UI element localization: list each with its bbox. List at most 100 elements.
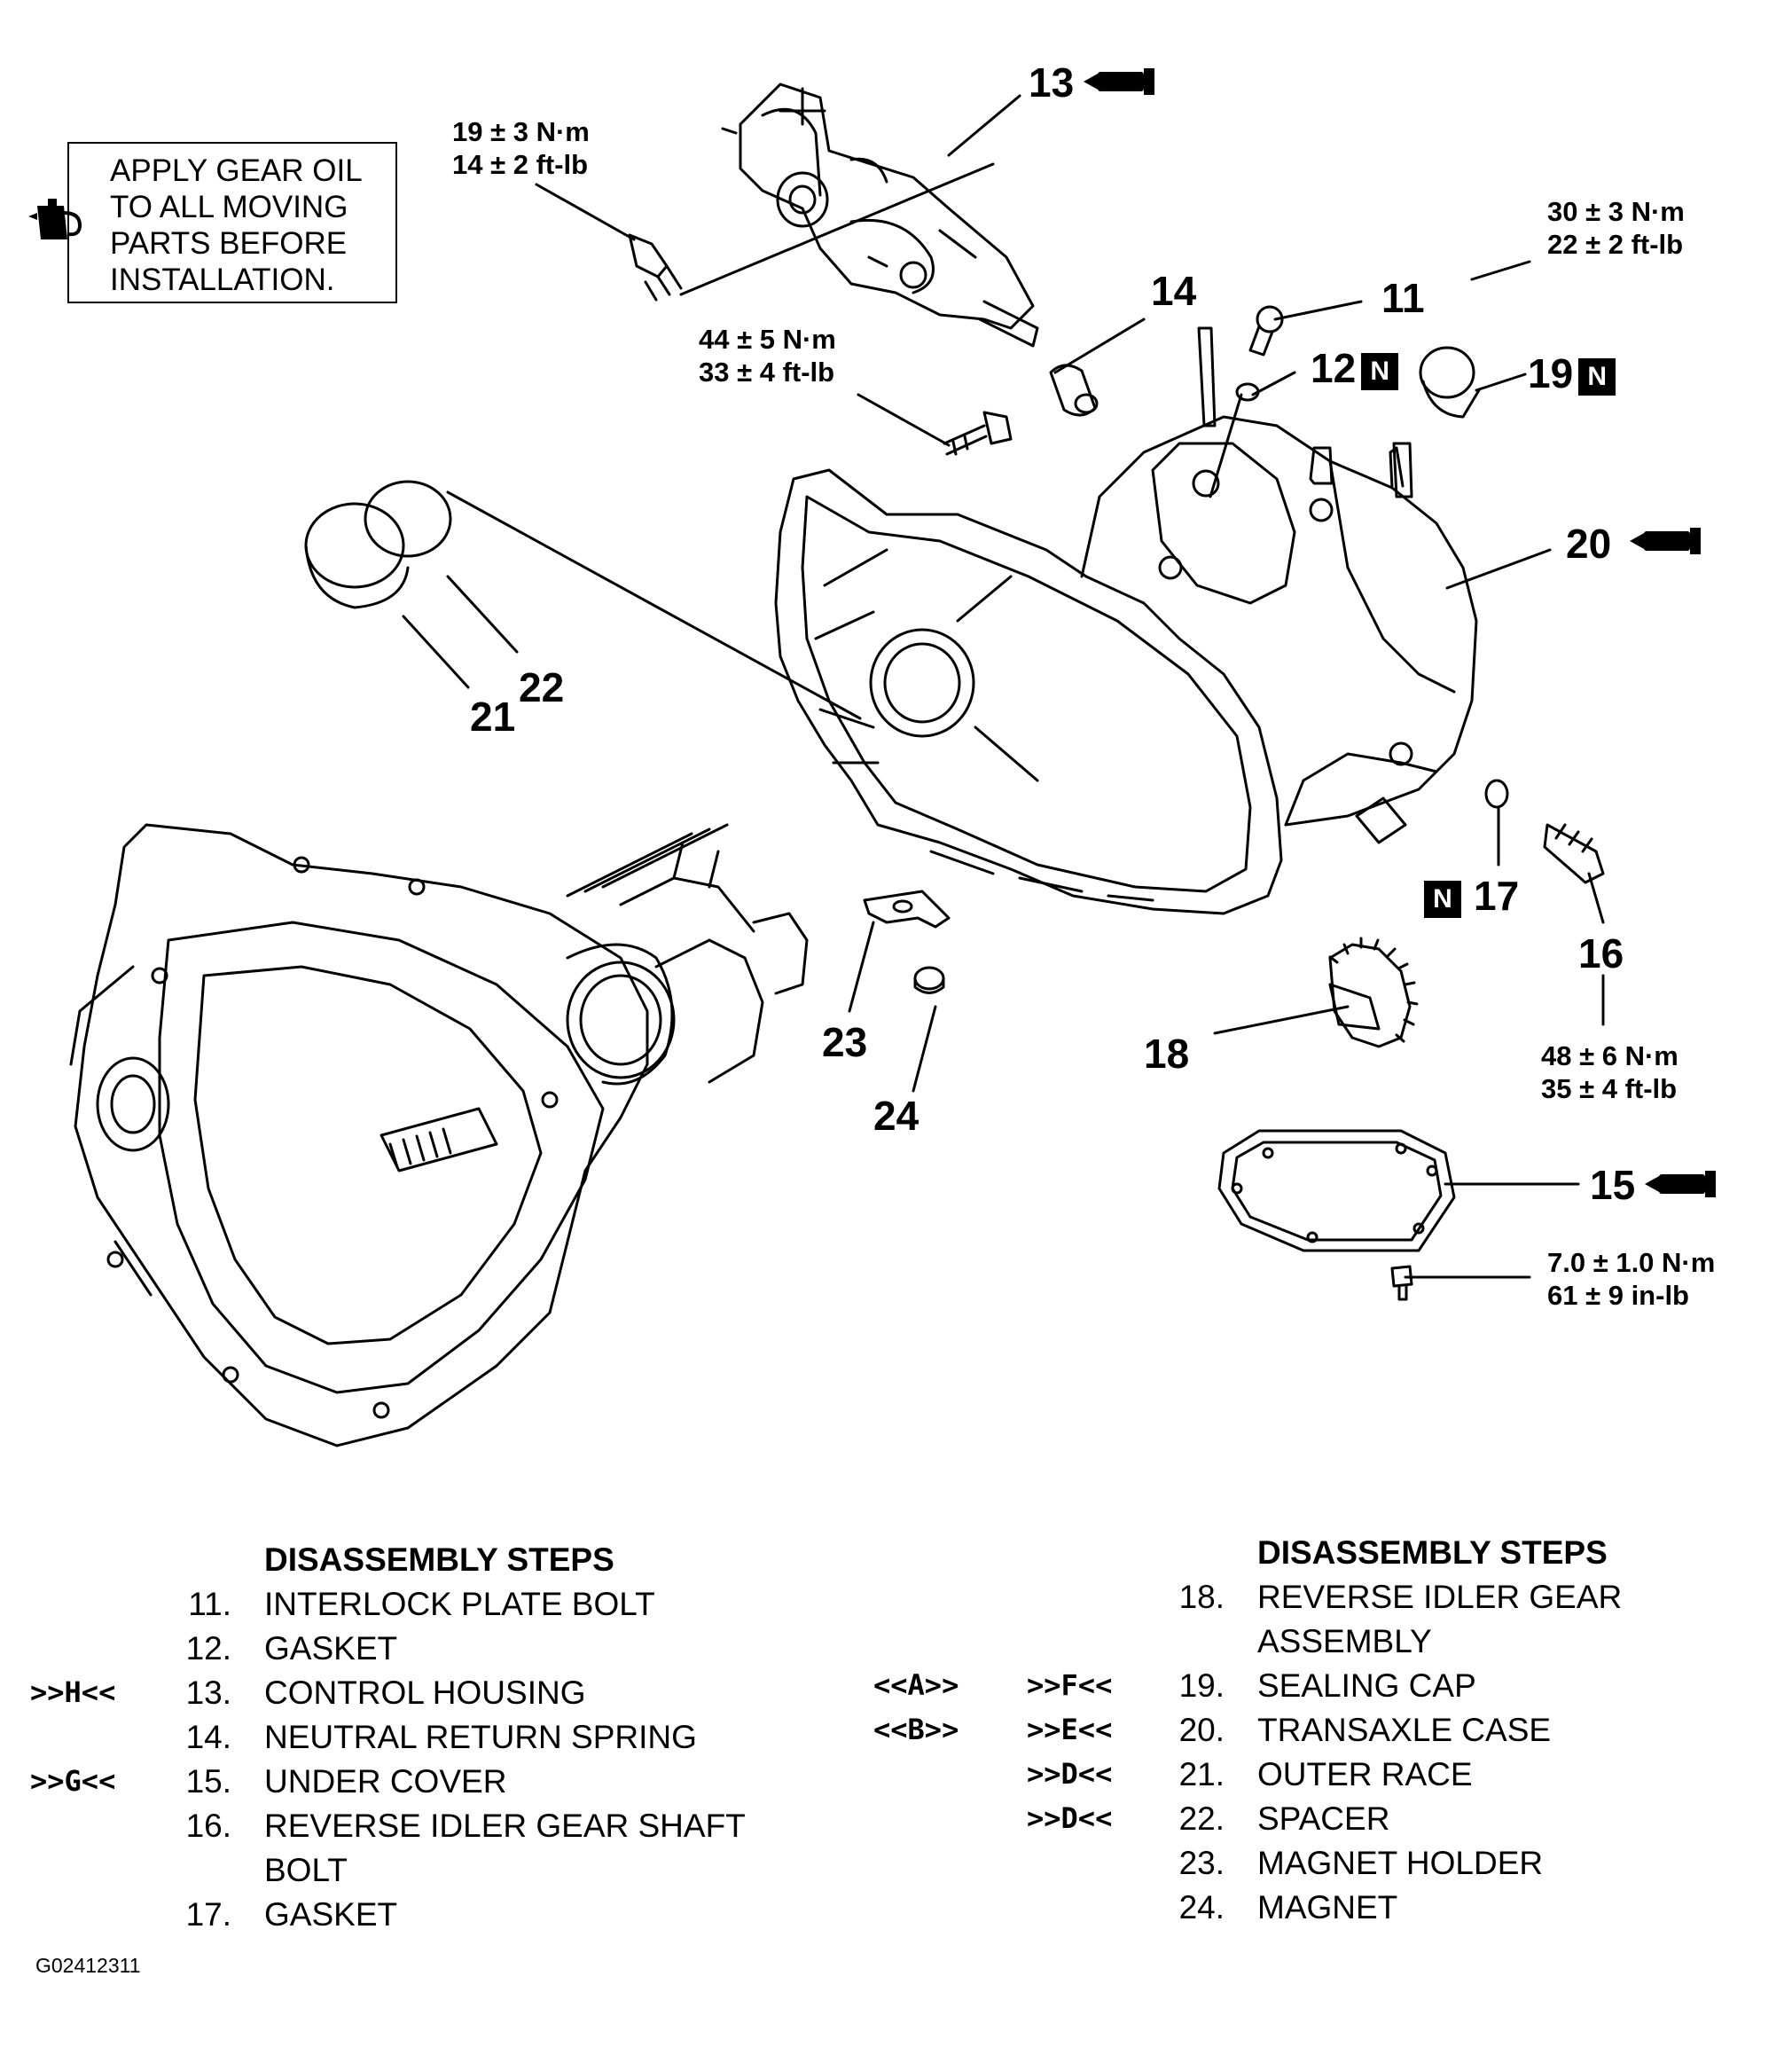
transaxle-assembly-part bbox=[69, 823, 809, 1447]
bolt-14 bbox=[943, 411, 1013, 456]
step-number: 22. bbox=[1178, 1800, 1225, 1837]
callout-12-number: 12 bbox=[1311, 345, 1357, 391]
step-text: NEUTRAL RETURN SPRING bbox=[264, 1719, 697, 1755]
step-number: 13. bbox=[185, 1674, 231, 1711]
torque-16-ft: 35 ± 4 ft-lb bbox=[1541, 1073, 1678, 1104]
sealant-tube-icon-20 bbox=[1630, 528, 1701, 554]
step-21-tag-b: >>D<< bbox=[1027, 1757, 1113, 1791]
leader-13-torque bbox=[535, 183, 636, 241]
note-line-3: PARTS BEFORE bbox=[110, 226, 348, 261]
leader-20 bbox=[1445, 548, 1552, 590]
callout-20: 20 bbox=[1566, 521, 1612, 567]
reverse-idler-gear-part bbox=[1328, 937, 1419, 1048]
torque-14-nm: 44 ± 5 N·m bbox=[699, 324, 836, 355]
step-22: 22. SPACER bbox=[1179, 1800, 1390, 1838]
step-18-continued: ASSEMBLY bbox=[1257, 1623, 1432, 1659]
torque-13-ft: 14 ± 2 ft-lb bbox=[452, 149, 589, 180]
leader-24 bbox=[912, 1005, 937, 1093]
step-text: SPACER bbox=[1257, 1800, 1390, 1837]
steps-left-title: DISASSEMBLY STEPS bbox=[264, 1541, 614, 1578]
leader-14 bbox=[1053, 318, 1146, 374]
callout-19-number: 19 bbox=[1528, 350, 1574, 396]
step-text: REVERSE IDLER GEAR SHAFT bbox=[264, 1808, 746, 1844]
step-21: 21. OUTER RACE bbox=[1179, 1756, 1473, 1793]
torque-15-ft: 61 ± 9 in-lb bbox=[1547, 1280, 1689, 1311]
step-number: 15. bbox=[185, 1763, 231, 1800]
gasket-12-part bbox=[1235, 382, 1260, 402]
step-text: MAGNET HOLDER bbox=[1257, 1845, 1544, 1881]
sealant-tube-icon-13 bbox=[1084, 68, 1154, 95]
callout-15: 15 bbox=[1590, 1162, 1636, 1208]
step-text: SEALING CAP bbox=[1257, 1667, 1476, 1704]
step-number: 14. bbox=[185, 1719, 231, 1755]
torque-spec-11: 30 ± 3 N·m 22 ± 2 ft-lb bbox=[1547, 195, 1685, 261]
leader-21 bbox=[402, 615, 470, 689]
step-text: GASKET bbox=[264, 1630, 398, 1667]
leader-22-case bbox=[446, 490, 862, 720]
under-cover-bolt bbox=[1390, 1265, 1413, 1301]
callout-18: 18 bbox=[1144, 1031, 1190, 1077]
step-19-tag-b: >>F<< bbox=[1027, 1668, 1113, 1702]
step-number: 23. bbox=[1178, 1845, 1225, 1881]
step-number: 24. bbox=[1178, 1889, 1225, 1925]
step-number: 21. bbox=[1178, 1756, 1225, 1792]
callout-13: 13 bbox=[1029, 59, 1075, 106]
callout-14: 14 bbox=[1151, 268, 1197, 314]
torque-13-nm: 19 ± 3 N·m bbox=[452, 116, 590, 147]
leader-16 bbox=[1587, 872, 1605, 924]
step-number: 12. bbox=[185, 1630, 231, 1667]
callout-23: 23 bbox=[822, 1019, 868, 1065]
callout-17-number: 17 bbox=[1474, 873, 1520, 919]
step-23: 23. MAGNET HOLDER bbox=[1179, 1845, 1544, 1882]
torque-14-ft: 33 ± 4 ft-lb bbox=[699, 357, 835, 388]
step-22-tag-b: >>D<< bbox=[1027, 1801, 1113, 1835]
leader-22 bbox=[446, 575, 519, 654]
leader-14-torque bbox=[857, 393, 951, 447]
step-12: 12. GASKET bbox=[186, 1630, 398, 1667]
callout-16: 16 bbox=[1578, 930, 1624, 976]
leader-18 bbox=[1213, 1005, 1350, 1035]
step-15-tag: >>G<< bbox=[30, 1764, 116, 1798]
step-text: GASKET bbox=[264, 1896, 398, 1933]
step-text: OUTER RACE bbox=[1257, 1756, 1473, 1792]
step-text: INTERLOCK PLATE BOLT bbox=[264, 1586, 655, 1622]
leader-23 bbox=[848, 921, 875, 1013]
bolt-13 bbox=[628, 233, 683, 302]
torque-spec-15: 7.0 ± 1.0 N·m 61 ± 9 in-lb bbox=[1547, 1246, 1715, 1312]
step-text: TRANSAXLE CASE bbox=[1257, 1712, 1552, 1748]
step-24: 24.MAGNET bbox=[1179, 1889, 1398, 1926]
step-number: 19. bbox=[1178, 1667, 1225, 1704]
transaxle-case-part bbox=[774, 326, 1478, 915]
note-line-2: TO ALL MOVING bbox=[110, 190, 348, 224]
step-number: 18. bbox=[1178, 1579, 1225, 1615]
torque-11-nm: 30 ± 3 N·m bbox=[1547, 196, 1685, 227]
step-14: 14. NEUTRAL RETURN SPRING bbox=[186, 1719, 697, 1756]
note-line-1: APPLY GEAR OIL bbox=[110, 153, 363, 188]
step-17: 17.GASKET bbox=[186, 1896, 398, 1933]
step-text: CONTROL HOUSING bbox=[264, 1674, 586, 1711]
new-part-mark: N bbox=[1578, 357, 1616, 396]
torque-spec-16: 48 ± 6 N·m 35 ± 4 ft-lb bbox=[1541, 1039, 1679, 1105]
step-20: 20.TRANSAXLE CASE bbox=[1179, 1712, 1552, 1749]
torque-11-ft: 22 ± 2 ft-lb bbox=[1547, 229, 1684, 260]
neutral-return-spring-part bbox=[1049, 364, 1099, 417]
torque-16-nm: 48 ± 6 N·m bbox=[1541, 1040, 1679, 1071]
leader-12 bbox=[1209, 393, 1243, 498]
step-19-tag-a: <<A>> bbox=[873, 1668, 959, 1702]
step-19: 19. SEALING CAP bbox=[1179, 1667, 1476, 1705]
magnet-holder-part bbox=[863, 890, 951, 929]
note-line-4: INSTALLATION. bbox=[110, 263, 335, 297]
spacer-part bbox=[364, 480, 452, 558]
step-15: 15.UNDER COVER bbox=[186, 1763, 507, 1800]
callout-24: 24 bbox=[873, 1093, 919, 1139]
step-16-continued: BOLT bbox=[264, 1852, 348, 1888]
sealant-tube-icon-15 bbox=[1645, 1171, 1716, 1197]
magnet-part bbox=[913, 966, 945, 994]
sealing-cap-part bbox=[1419, 346, 1481, 419]
callout-11: 11 bbox=[1381, 275, 1425, 321]
torque-spec-14: 44 ± 5 N·m 33 ± 4 ft-lb bbox=[699, 323, 836, 388]
step-number: 11. bbox=[188, 1586, 231, 1622]
